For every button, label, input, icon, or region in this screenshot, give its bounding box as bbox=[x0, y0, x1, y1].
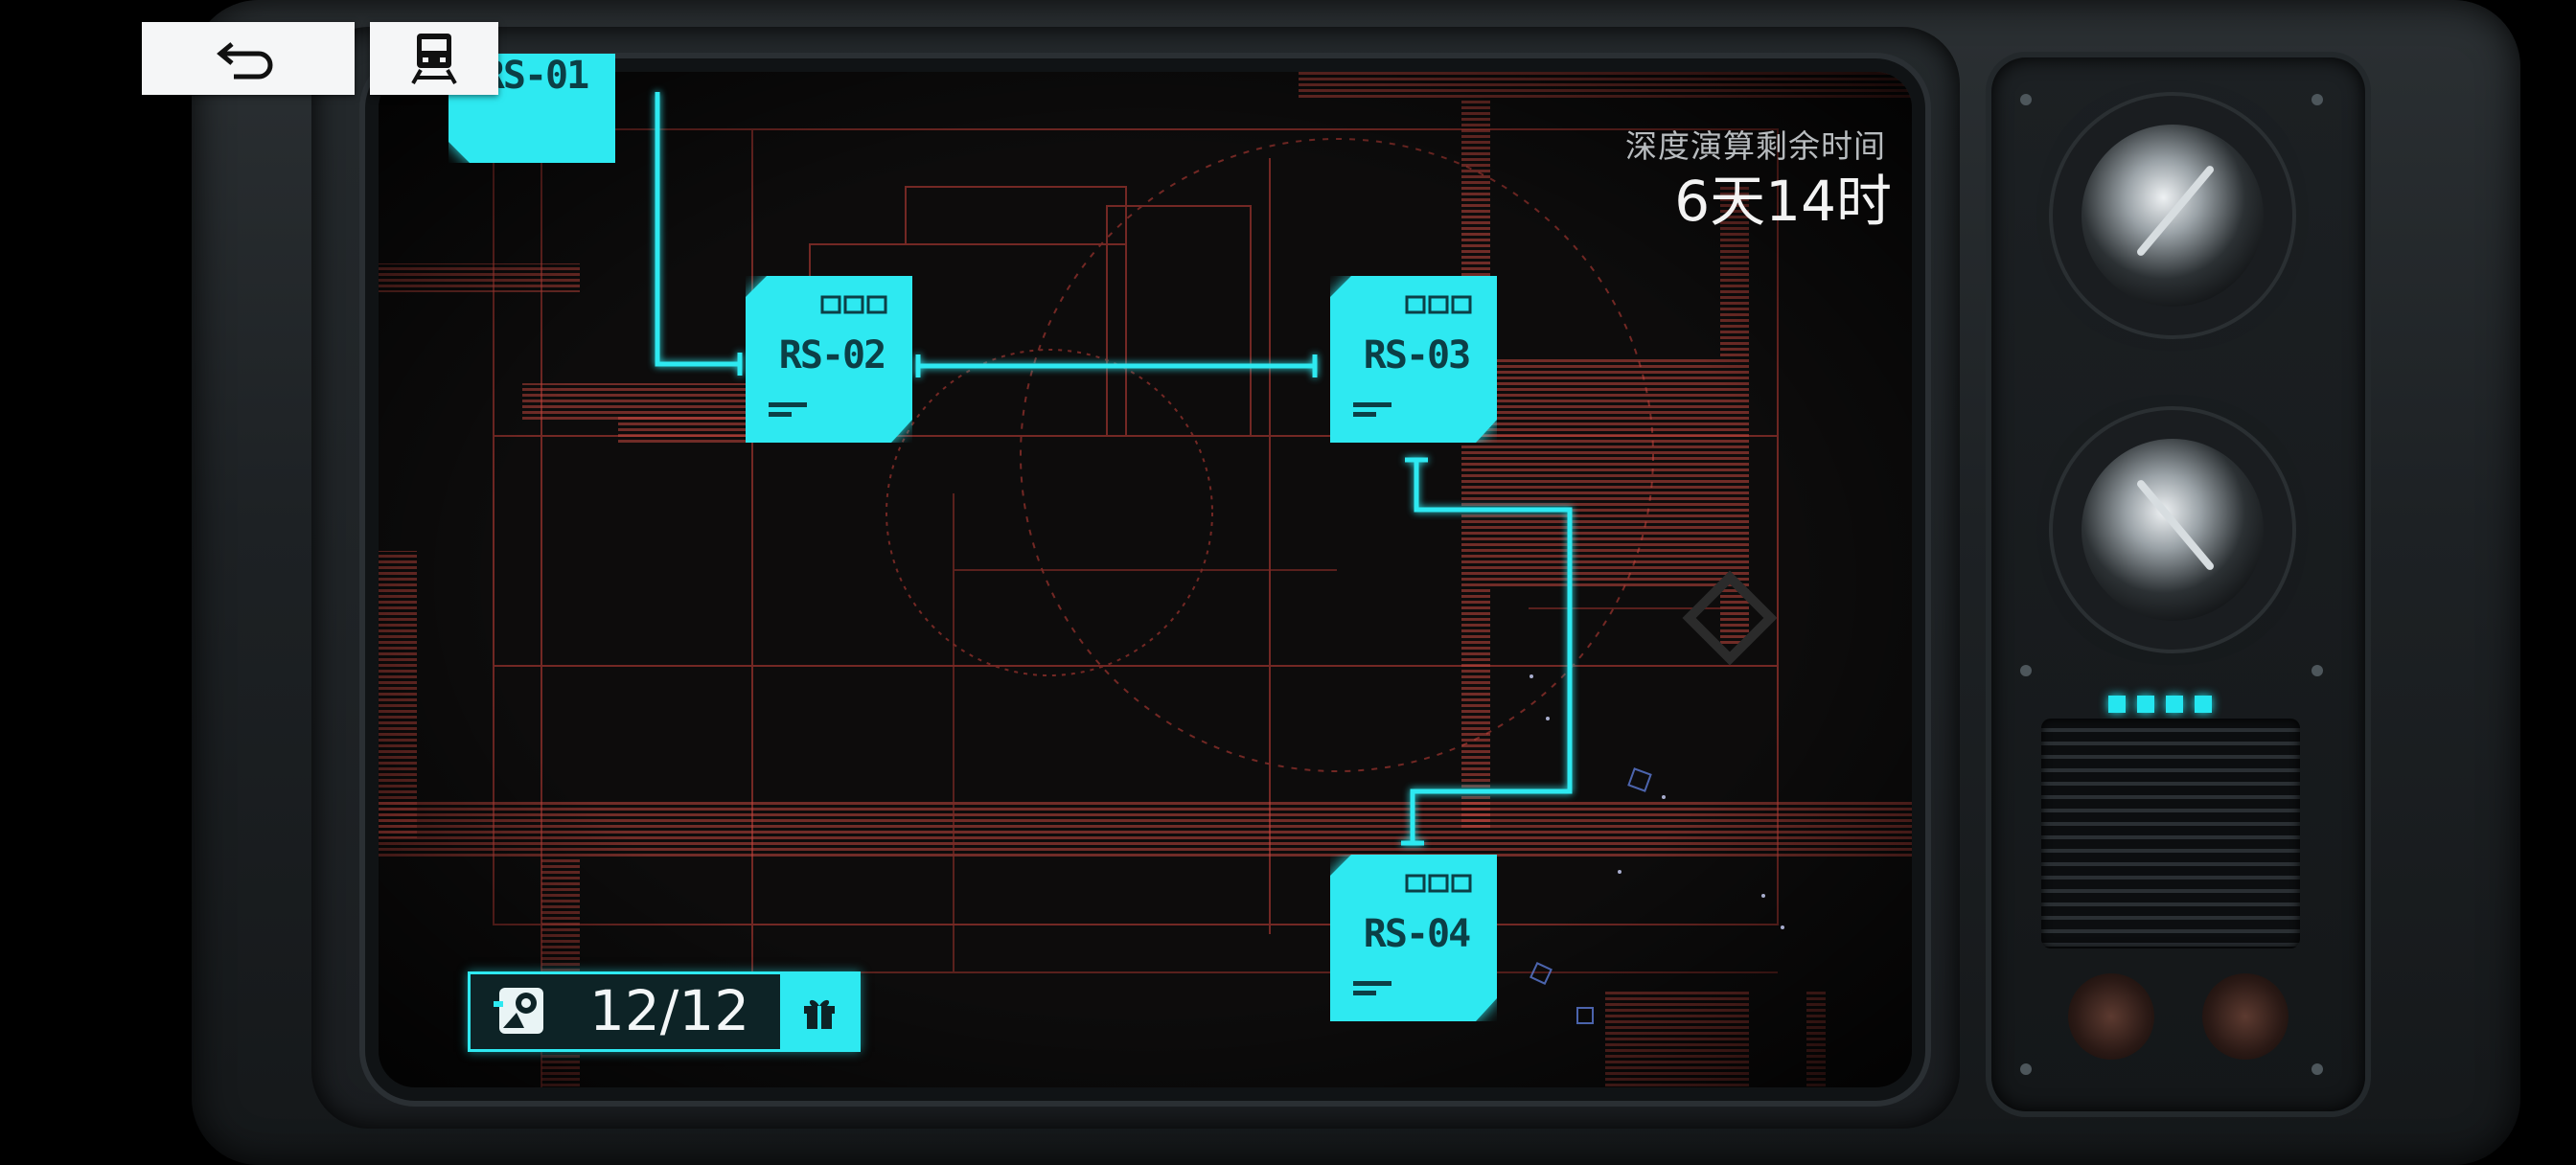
chip-icon bbox=[1330, 276, 1497, 443]
knob-indicator bbox=[2135, 478, 2216, 572]
node-label: RS-04 bbox=[1363, 912, 1471, 956]
screw bbox=[2020, 665, 2032, 676]
screw bbox=[2312, 1063, 2323, 1075]
chip-icon bbox=[1330, 855, 1497, 1021]
red-dial bbox=[2068, 973, 2154, 1060]
node-label: RS-01 bbox=[481, 54, 589, 98]
chip-icon bbox=[746, 276, 912, 443]
status-led bbox=[2137, 696, 2154, 713]
knob-indicator bbox=[2135, 164, 2216, 258]
blueprint-background bbox=[379, 72, 1912, 1087]
node-label: RS-02 bbox=[778, 333, 886, 377]
status-led bbox=[2108, 696, 2126, 713]
timer-value: 6天14时 bbox=[1674, 169, 1892, 234]
channel-knob[interactable] bbox=[2082, 125, 2264, 307]
crt-screen bbox=[379, 72, 1912, 1087]
node-label: RS-03 bbox=[1363, 333, 1471, 377]
node-rs-04[interactable]: RS-04 bbox=[1330, 855, 1497, 1021]
gift-button[interactable] bbox=[780, 974, 858, 1049]
red-dial bbox=[2202, 973, 2288, 1060]
status-led bbox=[2166, 696, 2183, 713]
node-rs-03[interactable]: RS-03 bbox=[1330, 276, 1497, 443]
counter-value: 12/12 bbox=[589, 978, 750, 1043]
undo-arrow-icon bbox=[217, 42, 273, 80]
screw bbox=[2312, 94, 2323, 105]
screw bbox=[2312, 665, 2323, 676]
train-button[interactable] bbox=[370, 22, 498, 95]
train-icon bbox=[411, 34, 457, 84]
reward-counter: 12/12 bbox=[468, 971, 861, 1052]
screw bbox=[2020, 94, 2032, 105]
character-avatar-icon bbox=[494, 984, 547, 1038]
screw bbox=[2020, 1063, 2032, 1075]
back-button[interactable] bbox=[142, 22, 355, 95]
volume-knob[interactable] bbox=[2082, 439, 2264, 621]
status-led bbox=[2195, 696, 2212, 713]
speaker-grille bbox=[2041, 719, 2300, 948]
timer-label: 深度演算剩余时间 bbox=[1625, 127, 1886, 165]
node-rs-02[interactable]: RS-02 bbox=[746, 276, 912, 443]
gift-icon bbox=[803, 999, 835, 1029]
